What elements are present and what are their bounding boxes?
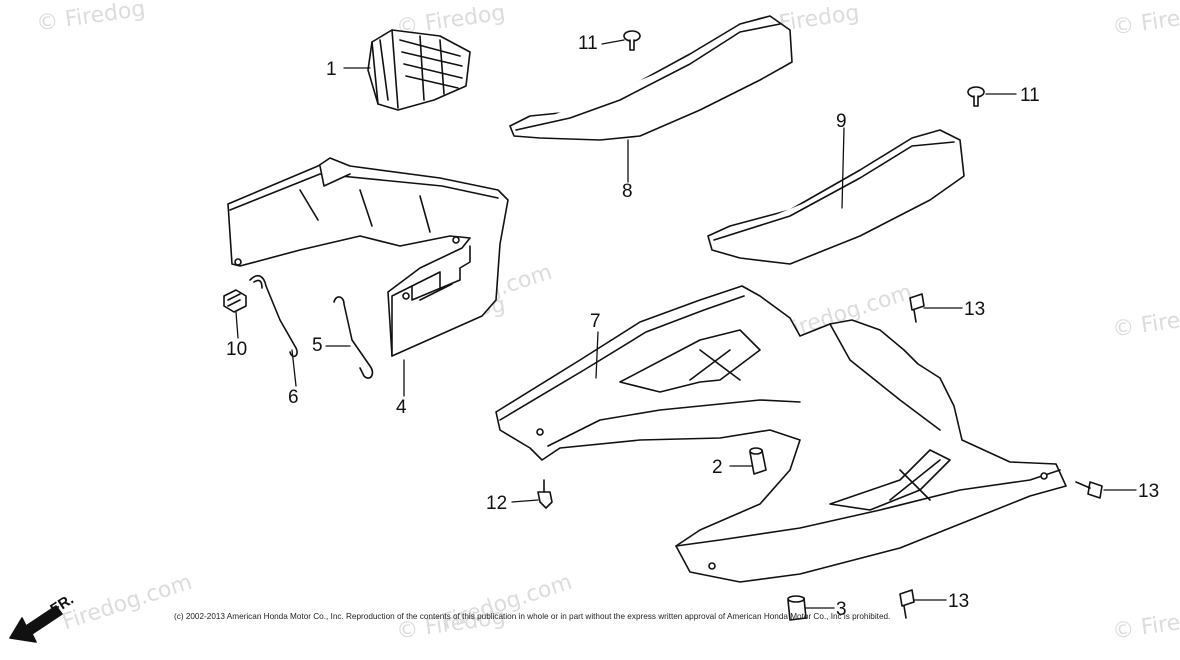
callout-10: 10: [226, 339, 248, 360]
part-13-bolt: [1075, 481, 1103, 499]
callout-5: 5: [312, 335, 323, 356]
callout-8: 8: [622, 181, 633, 202]
part-13-bolt: [899, 589, 915, 619]
part-8-floor-mat: [509, 15, 793, 141]
part-11-push-rivet: [623, 30, 641, 51]
callout-6: 6: [288, 387, 299, 408]
part-4-inner-cover: [227, 157, 509, 357]
callout-3: 3: [836, 599, 847, 620]
leader-lines: [235, 39, 1137, 609]
callout-11: 11: [578, 33, 598, 54]
part-5-rod: [333, 296, 374, 379]
part-11-push-rivet: [967, 86, 985, 107]
part-1-duct: [367, 29, 471, 111]
callout-9: 9: [836, 111, 847, 132]
part-13-bolt: [909, 293, 925, 323]
part-12-screw: [537, 479, 553, 509]
callout-13: 13: [948, 591, 970, 612]
part-7-under-cover: [495, 285, 1067, 583]
part-10-clip: [223, 289, 247, 313]
part-3-grommet: [787, 595, 807, 621]
callout-11: 11: [1020, 85, 1040, 106]
callout-7: 7: [590, 311, 601, 332]
callout-1: 1: [326, 59, 337, 80]
callout-13: 13: [964, 299, 986, 320]
part-6-rod: [249, 274, 298, 358]
part-2-pin: [749, 447, 767, 475]
copyright-notice: (c) 2002-2013 American Honda Motor Co., …: [174, 612, 891, 621]
part-9-floor-mat: [707, 129, 965, 265]
front-arrow-icon: [9, 605, 63, 643]
callout-4: 4: [396, 397, 407, 418]
callout-12: 12: [486, 493, 508, 514]
callout-2: 2: [712, 457, 723, 478]
callout-13: 13: [1138, 481, 1160, 502]
